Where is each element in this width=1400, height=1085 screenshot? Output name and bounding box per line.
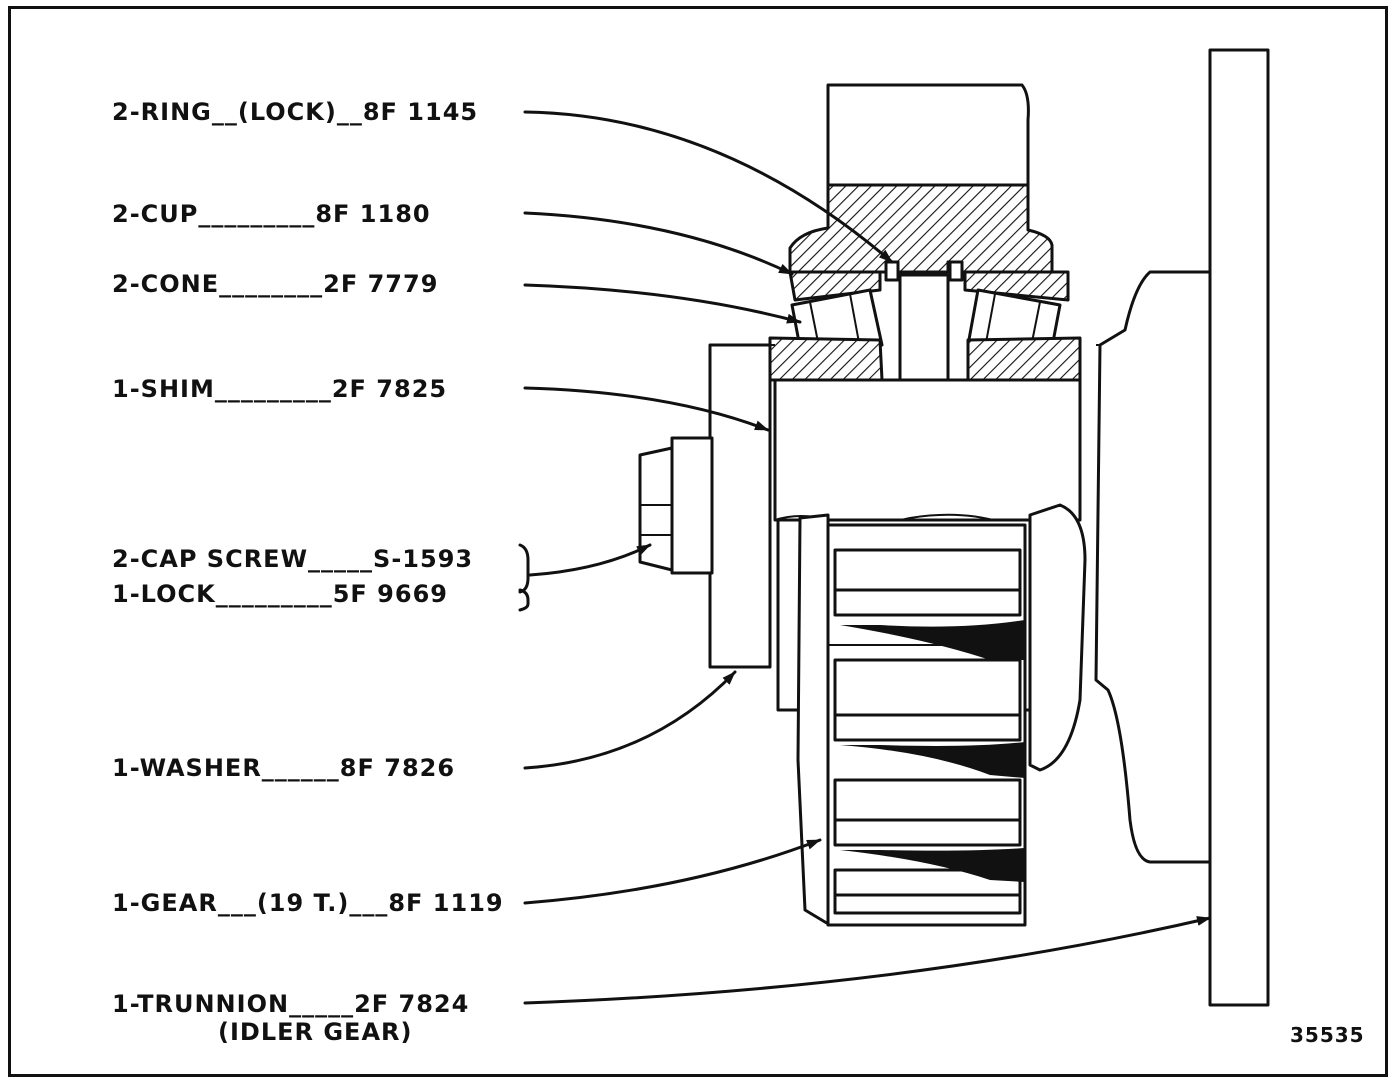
gear-upper-drawing — [788, 83, 1054, 274]
label-cone: 2-CONE________2F 7779 — [112, 270, 438, 298]
leader-lines — [518, 110, 1212, 1005]
label-gear: 1-GEAR___(19 T.)___8F 1119 — [112, 889, 504, 917]
trunnion-drawing — [1094, 48, 1270, 1007]
label-cap-screw: 2-CAP SCREW_____S-1593 — [112, 545, 473, 573]
washer-drawing — [708, 343, 775, 669]
label-shim: 1-SHIM_________2F 7825 — [112, 375, 447, 403]
label-washer: 1-WASHER______8F 7826 — [112, 754, 455, 782]
cap-screw-drawing — [638, 436, 714, 575]
label-trunnion: 1-TRUNNION_____2F 7824 — [112, 990, 469, 1018]
hub-drawing — [773, 378, 1082, 527]
gear-teeth-drawing — [776, 503, 1087, 927]
label-cup: 2-CUP_________8F 1180 — [112, 200, 431, 228]
bearing-drawing — [768, 260, 1082, 382]
label-trunnion-note: (IDLER GEAR) — [218, 1018, 412, 1046]
figure-frame — [8, 6, 1388, 1077]
label-ring: 2-RING__(LOCK)__8F 1145 — [112, 98, 478, 126]
figure-number: 35535 — [1290, 1023, 1365, 1047]
part-labels: 2-RING__(LOCK)__8F 1145 2-CUP_________8F… — [112, 98, 1365, 1047]
label-lock: 1-LOCK_________5F 9669 — [112, 580, 448, 608]
